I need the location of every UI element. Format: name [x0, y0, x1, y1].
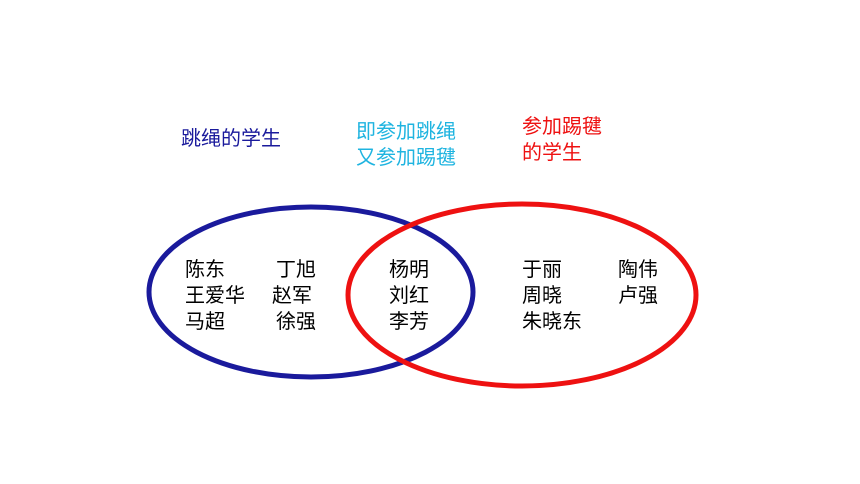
left-only-name: 赵军 — [272, 283, 312, 307]
right-only-name: 卢强 — [618, 283, 658, 307]
both-set-name: 杨明 — [389, 257, 429, 281]
left-set-label-text: 跳绳的学生 — [181, 126, 281, 150]
left-only-name: 徐强 — [276, 309, 316, 333]
left-only-name: 马超 — [185, 309, 225, 333]
right-only-name: 周晓 — [522, 283, 562, 307]
left-set-label: 跳绳的学生 — [181, 125, 281, 151]
intersection-label-line2: 又参加踢毽 — [356, 145, 456, 169]
right-set-label-line1: 参加踢毽 — [522, 114, 602, 138]
both-set-name: 李芳 — [389, 309, 429, 333]
left-set-ellipse — [146, 204, 476, 380]
right-set-label-line2: 的学生 — [522, 140, 582, 164]
left-only-name: 丁旭 — [276, 257, 316, 281]
right-only-name: 朱晓东 — [522, 309, 582, 333]
left-only-name: 陈东 — [185, 257, 225, 281]
intersection-label-line1: 即参加跳绳 — [356, 119, 456, 143]
both-set-name: 刘红 — [389, 283, 429, 307]
right-only-name: 陶伟 — [618, 257, 658, 281]
right-set-ellipse — [345, 201, 699, 389]
left-only-name: 王爱华 — [185, 283, 245, 307]
right-set-label: 参加踢毽 的学生 — [522, 113, 602, 165]
right-only-name: 于丽 — [522, 257, 562, 281]
intersection-label: 即参加跳绳 又参加踢毽 — [356, 118, 456, 170]
